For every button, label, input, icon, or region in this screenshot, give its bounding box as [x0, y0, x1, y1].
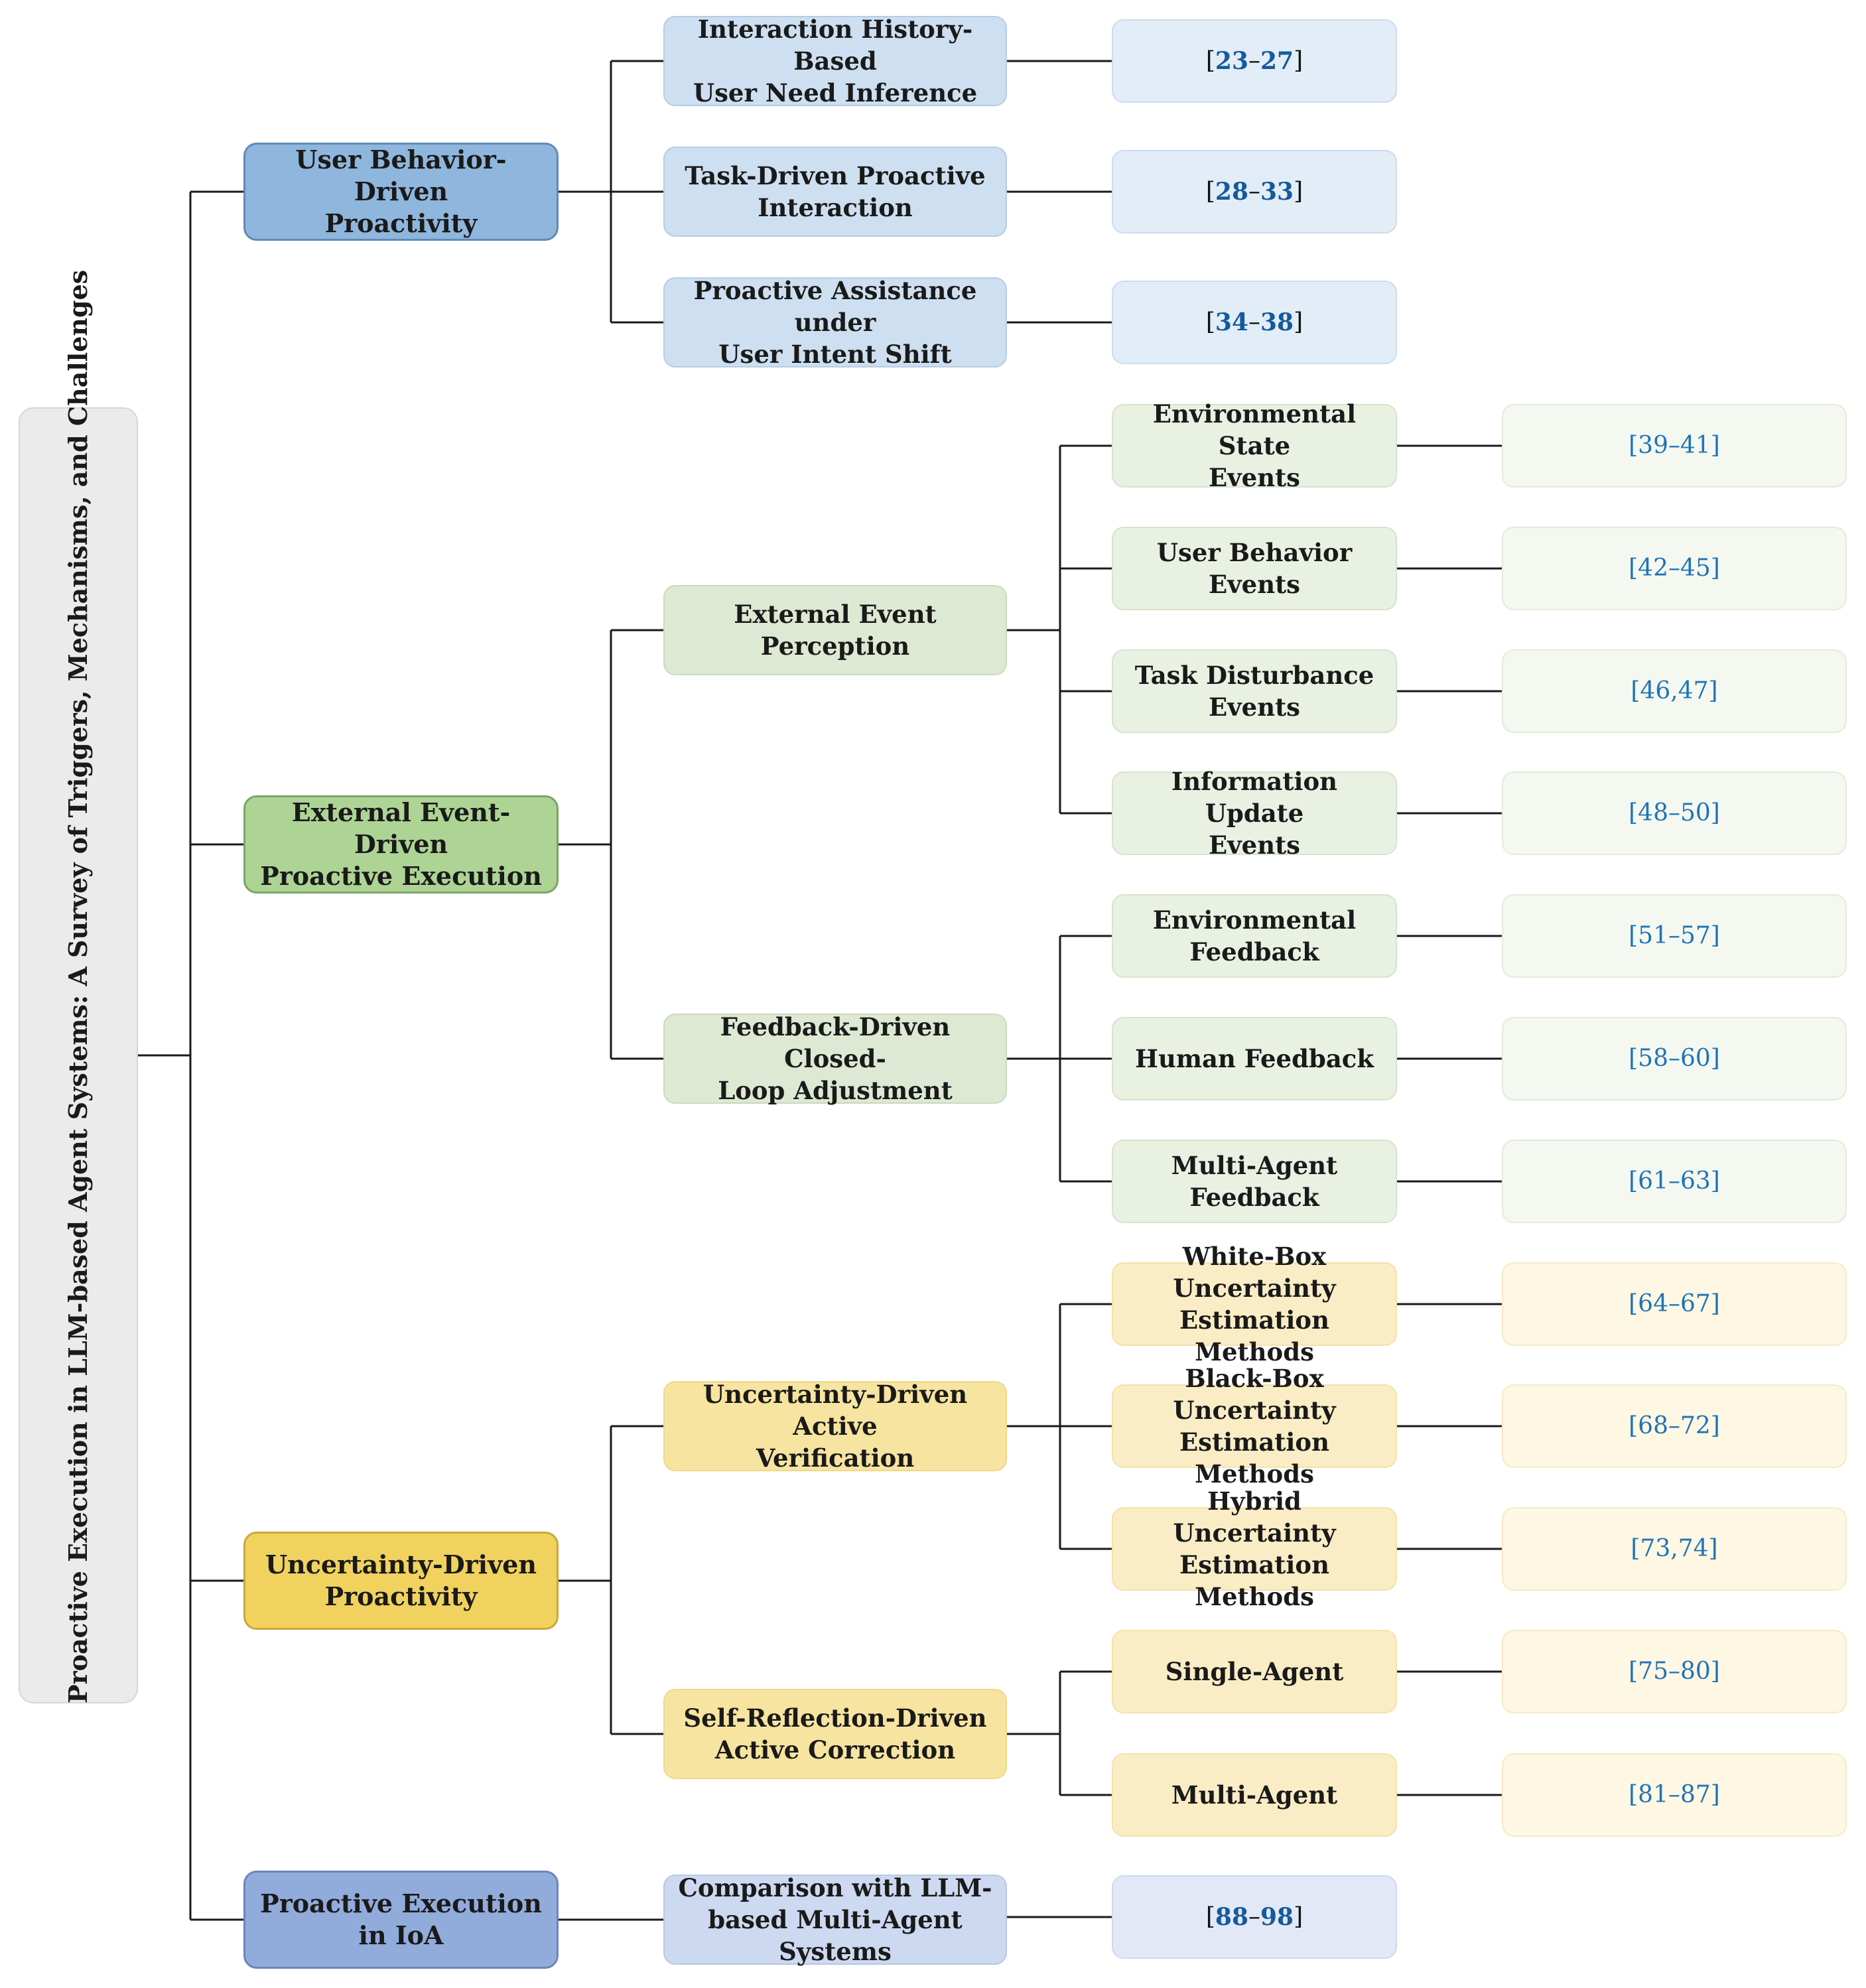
- ref-link[interactable]: [48–50]: [1502, 771, 1847, 855]
- leaf-task-disturbance-events: Task Disturbance Events: [1112, 649, 1397, 733]
- ref-link[interactable]: [81–87]: [1502, 1753, 1847, 1837]
- ref-box: [88–98]: [1112, 1875, 1397, 1959]
- leaf-user-behavior-events: User Behavior Events: [1112, 527, 1397, 610]
- ref-link[interactable]: 27: [1260, 47, 1294, 75]
- leaf-black-box-uncertainty: Black-Box Uncertainty Estimation Methods: [1112, 1364, 1397, 1489]
- leaf-white-box-uncertainty: White-Box Uncertainty Estimation Methods: [1112, 1242, 1397, 1366]
- node-interaction-history: Interaction History-Based User Need Infe…: [663, 15, 1007, 107]
- ref-link[interactable]: [75–80]: [1502, 1630, 1847, 1713]
- leaf-single-agent: Single-Agent: [1112, 1630, 1397, 1713]
- leaf-multi-agent-feedback: Multi-Agent Feedback: [1112, 1140, 1397, 1223]
- ref-link[interactable]: [64–67]: [1502, 1262, 1847, 1346]
- branch-uncertainty: Uncertainty-Driven Proactivity: [243, 1532, 559, 1630]
- ref-link[interactable]: 33: [1260, 178, 1294, 206]
- branch-user-behavior: User Behavior-Driven Proactivity: [243, 143, 559, 241]
- ref-link[interactable]: 38: [1260, 308, 1294, 336]
- ref-box: [28–33]: [1112, 150, 1397, 233]
- leaf-environmental-feedback: Environmental Feedback: [1112, 894, 1397, 978]
- branch-ioa: Proactive Execution in IoA: [243, 1871, 559, 1969]
- ref-link[interactable]: 88: [1215, 1903, 1248, 1931]
- ref-link[interactable]: [73,74]: [1502, 1507, 1847, 1591]
- node-intent-shift: Proactive Assistance under User Intent S…: [663, 276, 1007, 369]
- leaf-multi-agent: Multi-Agent: [1112, 1753, 1397, 1837]
- node-external-event-perception: External Event Perception: [663, 585, 1007, 675]
- branch-external-event: External Event-Driven Proactive Executio…: [243, 795, 559, 894]
- ref-link[interactable]: [39–41]: [1502, 404, 1847, 488]
- root-node: [19, 407, 138, 1703]
- leaf-information-update-events: Information Update Events: [1112, 767, 1397, 860]
- leaf-hybrid-uncertainty: Hybrid Uncertainty Estimation Methods: [1112, 1487, 1397, 1611]
- ref-link[interactable]: [58–60]: [1502, 1017, 1847, 1100]
- leaf-environmental-state-events: Environmental State Events: [1112, 399, 1397, 492]
- root-title: Proactive Execution in LLM-based Agent S…: [63, 269, 93, 1703]
- ref-link[interactable]: [46,47]: [1502, 649, 1847, 733]
- node-active-correction: Self-Reflection-Driven Active Correction: [663, 1689, 1007, 1779]
- ref-link[interactable]: [42–45]: [1502, 527, 1847, 610]
- ref-link[interactable]: 34: [1215, 308, 1248, 336]
- ref-link[interactable]: [61–63]: [1502, 1140, 1847, 1223]
- leaf-human-feedback: Human Feedback: [1112, 1017, 1397, 1100]
- node-task-driven: Task-Driven Proactive Interaction: [663, 147, 1007, 237]
- ref-box: [23–27]: [1112, 19, 1397, 103]
- node-comparison-mas: Comparison with LLM- based Multi-Agent S…: [663, 1873, 1007, 1966]
- ref-link[interactable]: [51–57]: [1502, 894, 1847, 978]
- ref-link[interactable]: [68–72]: [1502, 1384, 1847, 1468]
- ref-link[interactable]: 23: [1215, 47, 1248, 75]
- node-feedback-closed-loop: Feedback-Driven Closed- Loop Adjustment: [663, 1012, 1007, 1105]
- node-active-verification: Uncertainty-Driven Active Verification: [663, 1380, 1007, 1473]
- ref-link[interactable]: 98: [1260, 1903, 1294, 1931]
- ref-box: [34–38]: [1112, 281, 1397, 364]
- ref-link[interactable]: 28: [1215, 178, 1248, 206]
